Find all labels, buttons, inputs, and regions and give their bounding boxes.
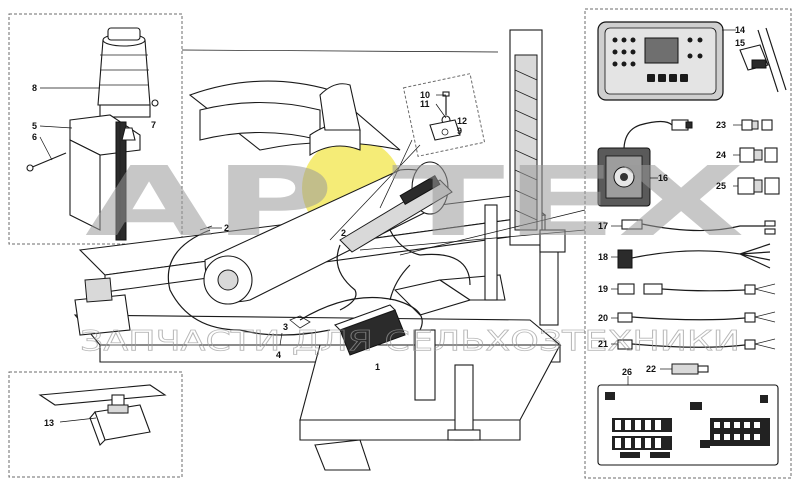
sensor-cable-17: [621, 219, 776, 235]
callout-25: 25: [716, 181, 726, 191]
callout-23: 23: [716, 120, 726, 130]
callout-6: 6: [32, 132, 37, 142]
callout-13: 13: [44, 418, 54, 428]
callout-24: 24: [716, 150, 726, 160]
callout-14: 14: [735, 25, 745, 35]
callout-12: 12: [457, 116, 467, 126]
leader-lines: [181, 49, 586, 256]
callout-1: 1: [375, 362, 380, 372]
callout-16: 16: [658, 173, 668, 183]
callout-26: 26: [622, 367, 632, 377]
callout-17: 17: [598, 221, 608, 231]
callout-5: 5: [32, 121, 37, 131]
callout-7: 7: [151, 120, 156, 130]
cable-gland-23: [741, 119, 773, 131]
inset-box-bolt-detail: [402, 73, 486, 157]
callout-3: 3: [283, 322, 288, 332]
sensor-cable-18: [617, 243, 771, 269]
callout-9: 9: [457, 126, 462, 136]
beacon-bracket: [26, 99, 159, 241]
mount-bracket: [38, 384, 167, 446]
watermark: ΑΡ ТЕХ ЗАПЧАСТИ ДЛЯ СЕЛЬХОЗТЕХНИКИ: [80, 146, 745, 357]
callout-20: 20: [598, 313, 608, 323]
callout-11: 11: [420, 99, 430, 109]
callout-10: 10: [420, 90, 430, 100]
callouts: 8 5 6 7 2 2 3 4 1 10 11 12 9 13 14 15 16…: [32, 25, 745, 428]
beacon-lamp: [97, 27, 151, 118]
connector-cable-20: [617, 311, 776, 323]
cable-gland-25: [737, 177, 780, 195]
connector-cable-19: [617, 283, 776, 295]
callout-2-left: 2: [224, 223, 229, 233]
watermark-subtitle: ЗАПЧАСТИ ДЛЯ СЕЛЬХОЗТЕХНИКИ: [80, 324, 740, 357]
callout-21: 21: [598, 339, 608, 349]
connector-cable-21: [617, 338, 776, 350]
callout-8: 8: [32, 83, 37, 93]
callout-19: 19: [598, 284, 608, 294]
control-box: [334, 304, 406, 356]
callout-15: 15: [735, 38, 745, 48]
callout-2-center: 2: [341, 228, 346, 238]
callout-18: 18: [598, 252, 608, 262]
wrapper-rollers: [188, 80, 453, 305]
callout-4: 4: [276, 350, 281, 360]
control-terminal: [597, 21, 724, 101]
circuit-board: [597, 384, 779, 466]
inset-box-mount-bracket: [8, 371, 183, 478]
inset-box-beacon: [8, 13, 183, 245]
watermark-logo-text: ΑΡ ТЕХ: [85, 146, 745, 258]
wiring-harness: [167, 225, 471, 336]
inset-box-electronics: [584, 8, 792, 479]
callout-22: 22: [646, 364, 656, 374]
sensor-22: [671, 363, 709, 375]
cable-gland-24: [739, 147, 778, 163]
junction-box: [597, 119, 693, 207]
bolt-detail: [429, 91, 461, 141]
terminal-holder: [739, 27, 787, 93]
